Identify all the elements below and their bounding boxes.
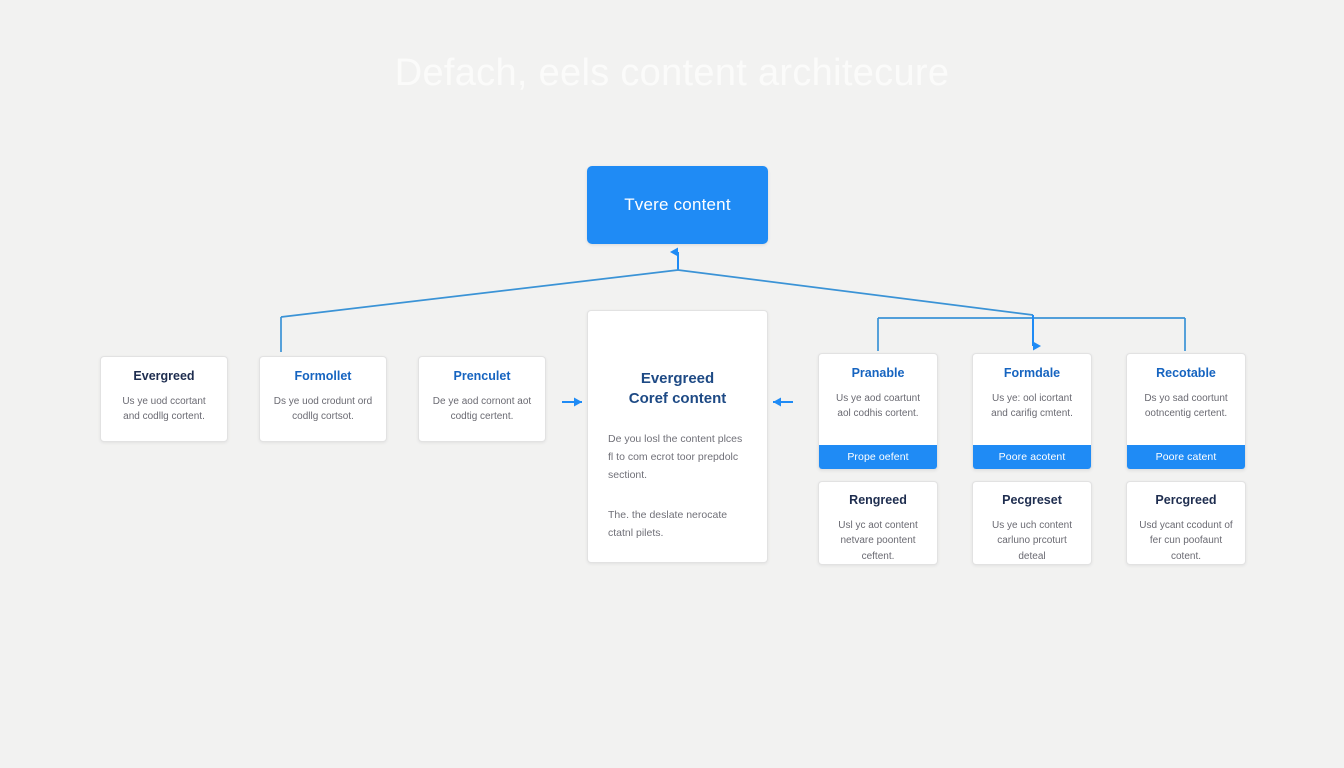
card-title: Recotable [1156,366,1216,380]
card-body: Evergreed Coref content De you losl the … [588,311,767,556]
card-body: Formollet Ds ye uod crodunt ord codllg c… [260,357,386,435]
card-title: Formollet [294,369,352,383]
card-text: Ds ye uod crodunt ord codllg cortsot. [273,395,373,423]
card-title: Pecgreset [1002,493,1062,507]
page-title: Defach, eels content architecure [394,52,950,94]
card-title: Rengreed [849,493,907,507]
card-footer-label: Prope oefent [847,451,909,463]
right-bottom-card-pecgreset[interactable]: Pecgreset Us ye uch content carluno prco… [972,481,1092,565]
card-title: Prenculet [453,369,511,383]
card-body: Rengreed Usl yc aot content netvare poon… [819,482,937,564]
card-body: Percgreed Usd ycant ccodunt of fer cun p… [1127,482,1245,564]
center-card-paragraph-1: De you losl the content plces fl to com … [608,432,743,481]
center-card-title-line-1: Evergreed [640,370,715,387]
card-body: Formdale Us ye: ool icortant and carifig… [973,354,1091,430]
root-node[interactable]: Tvere content [587,166,768,244]
card-text: Us ye uod ccortant and codllg cortent. [122,395,206,423]
card-footer-label: Poore catent [1155,451,1217,463]
card-title: Evergreed [133,369,195,383]
card-body: Pecgreset Us ye uch content carluno prco… [973,482,1091,564]
card-text: Us ye uch content carluno prcoturt detea… [991,519,1073,562]
card-text: Us ye aod coartunt aol codhis cortent. [836,392,920,420]
right-top-card-pranable[interactable]: Pranable Us ye aod coartunt aol codhis c… [818,353,938,470]
card-text: Usl yc aot content netvare poontent ceft… [838,519,918,562]
right-bottom-card-rengreed[interactable]: Rengreed Usl yc aot content netvare poon… [818,481,938,565]
root-node-label: Tvere content [624,195,731,214]
right-top-card-formdale[interactable]: Formdale Us ye: ool icortant and carifig… [972,353,1092,470]
center-hub-card[interactable]: Evergreed Coref content De you losl the … [587,310,768,563]
right-bottom-card-percgreed[interactable]: Percgreed Usd ycant ccodunt of fer cun p… [1126,481,1246,565]
card-footer-label: Poore acotent [998,451,1066,463]
card-footer-bar[interactable]: Prope oefent [819,445,937,469]
card-body: Recotable Ds yo sad coortunt ootncentig … [1127,354,1245,430]
card-body: Pranable Us ye aod coartunt aol codhis c… [819,354,937,430]
card-title: Pranable [851,366,905,380]
card-footer-bar[interactable]: Poore acotent [973,445,1091,469]
center-card-title: Evergreed Coref content [608,369,747,410]
card-text: Ds yo sad coortunt ootncentig certent. [1144,392,1228,420]
card-body: Prenculet De ye aod cornont aot codtig c… [419,357,545,435]
right-top-card-recotable[interactable]: Recotable Ds yo sad coortunt ootncentig … [1126,353,1246,470]
card-text: Us ye: ool icortant and carifig cmtent. [991,392,1073,420]
card-title: Percgreed [1155,493,1217,507]
card-text: Usd ycant ccodunt of fer cun poofaunt co… [1139,519,1233,562]
card-footer-bar[interactable]: Poore catent [1127,445,1245,469]
center-card-paragraph-2: The. the deslate nerocate ctatnl pilets. [608,508,728,539]
left-card-formollet[interactable]: Formollet Ds ye uod crodunt ord codllg c… [259,356,387,442]
card-body: Evergreed Us ye uod ccortant and codllg … [101,357,227,435]
left-card-prenculet[interactable]: Prenculet De ye aod cornont aot codtig c… [418,356,546,442]
right-branch-connector [677,269,1034,316]
right-distribution-bar [877,315,1186,351]
card-title: Formdale [1003,366,1061,380]
left-card-evergreed[interactable]: Evergreed Us ye uod ccortant and codllg … [100,356,228,442]
card-text: De ye aod cornont aot codtig certent. [432,395,532,423]
center-card-title-line-2: Coref content [628,390,727,408]
